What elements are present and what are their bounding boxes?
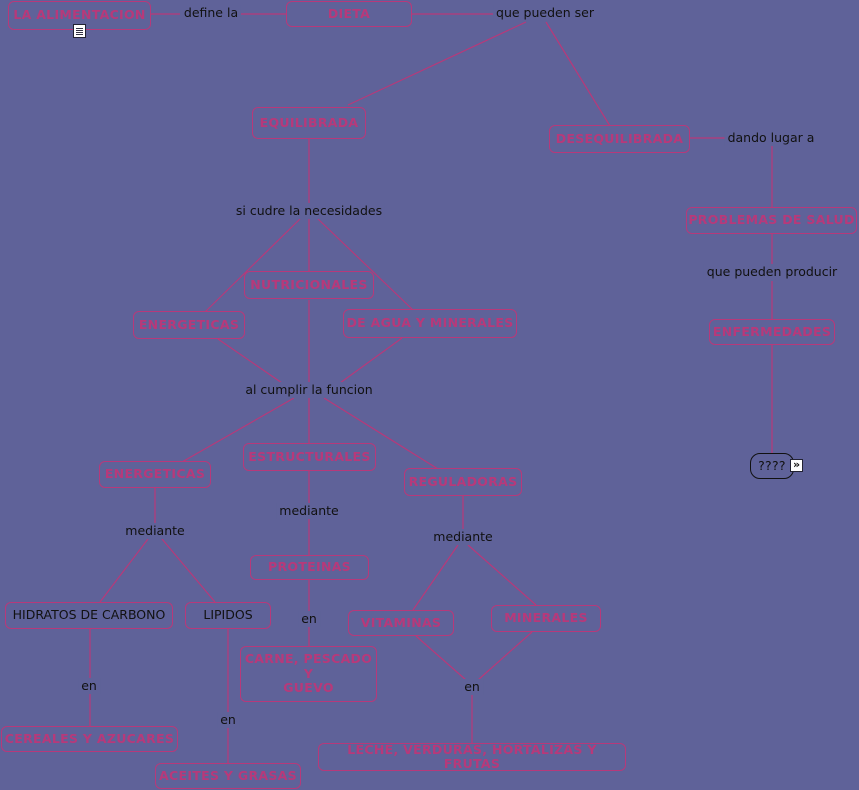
concept-dieta[interactable]: DIETA [286, 1, 412, 27]
link-mediante-energeticas: mediante [122, 523, 188, 539]
connector [161, 538, 216, 603]
concept-nutricionales[interactable]: NUTRICIONALES [244, 271, 374, 299]
concept-equilibrada[interactable]: EQUILIBRADA [252, 107, 366, 139]
concept-reguladoras[interactable]: REGULADORAS [404, 468, 522, 496]
connector [415, 635, 467, 681]
link-en-proteinas: en [298, 611, 320, 627]
concept-enfermedades[interactable]: ENFERMEDADES [709, 319, 835, 345]
link-mediante-reguladoras: mediante [430, 529, 496, 545]
connector [477, 631, 533, 681]
concept-energeticas-funcion[interactable]: ENERGETICAS [99, 461, 211, 488]
link-en-lipidos: en [217, 712, 239, 728]
link-dando-lugar-a: dando lugar a [724, 130, 818, 146]
concept-proteinas[interactable]: PROTEINAS [250, 555, 369, 580]
connector [323, 397, 439, 470]
connector [347, 21, 527, 106]
link-que-pueden-producir: que pueden producir [703, 264, 841, 280]
concept-problemas-de-salud[interactable]: PROBLEMAS DE SALUD [686, 207, 857, 234]
link-que-pueden-ser: que pueden ser [493, 5, 597, 21]
connector [99, 538, 149, 603]
concept-vitaminas[interactable]: VITAMINAS [348, 610, 454, 636]
concept-cereales-y-azucares[interactable]: CEREALES Y AZUCARES [1, 726, 178, 752]
link-define-la: define la [180, 5, 242, 21]
concept-carne-pescado-guevo[interactable]: CARNE, PESCADO Y GUEVO [240, 646, 377, 702]
concept-lipidos[interactable]: LIPIDOS [185, 602, 271, 629]
link-mediante-estructurales: mediante [276, 503, 342, 519]
connector [317, 218, 414, 311]
concept-estructurales[interactable]: ESTRUCTURALES [243, 443, 376, 471]
concept-hidratos-de-carbono[interactable]: HIDRATOS DE CARBONO [5, 602, 173, 629]
concept-desequilibrada[interactable]: DESEQUILIBRADA [549, 125, 690, 153]
link-al-cumplir: al cumplir la funcion [242, 382, 376, 398]
connector [545, 21, 611, 127]
concept-agua-y-minerales[interactable]: DE AGUA Y MINERALES [343, 309, 517, 338]
link-en-hidratos: en [78, 678, 100, 694]
concept-leche-verduras-hortalizas-frutas[interactable]: LECHE, VERDURAS, HORTALIZAS Y FRUTAS [318, 742, 626, 771]
connector [467, 544, 537, 606]
concept-minerales[interactable]: MINERALES [491, 605, 601, 632]
connector [339, 337, 403, 384]
connector [204, 218, 301, 313]
concept-energeticas-necesidad[interactable]: ENERGETICAS [133, 311, 245, 339]
connector [181, 397, 295, 463]
connector [412, 544, 459, 611]
concept-aceites-y-grasas[interactable]: ACEITES Y GRASAS [155, 763, 301, 789]
link-si-cudre: si cudre la necesidades [232, 203, 386, 219]
connector [217, 338, 283, 384]
expand-arrows-icon[interactable]: » [790, 459, 803, 472]
document-icon[interactable] [73, 24, 86, 38]
link-en-vitaminas-minerales: en [461, 679, 483, 695]
concept-interrogante[interactable]: ???? [750, 453, 794, 479]
